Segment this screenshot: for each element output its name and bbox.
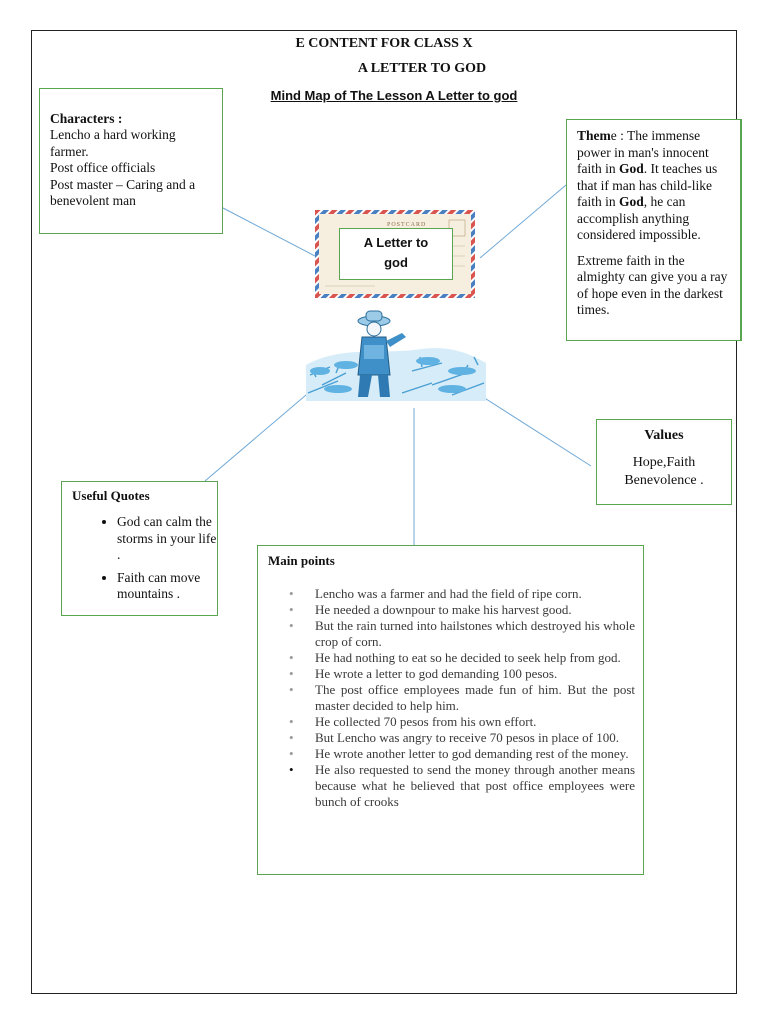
character-postmaster: Post master – Caring and a benevolent ma… [50,176,196,209]
main-point-item: He had nothing to eat so he decided to s… [289,650,635,666]
useful-quotes-box: Useful Quotes God can calm the storms in… [61,481,218,616]
farmer-illustration-icon [306,310,486,401]
theme-box: Theme : The immense power in man's innoc… [566,119,742,341]
theme-paragraph: Theme : The immense power in man's innoc… [577,128,718,242]
main-point-item: Lencho was a farmer and had the field of… [289,586,635,602]
main-point-item: He also requested to send the money thro… [289,762,635,810]
main-point-item: He wrote a letter to god demanding 100 p… [289,666,635,682]
postcard-title: A Letter to god [339,228,453,280]
doc-heading: E CONTENT FOR CLASS X [295,36,473,51]
quote-item: God can calm the storms in your life . [117,514,217,564]
main-point-item: But the rain turned into hailstones whic… [289,618,635,650]
connector-values [471,389,592,467]
theme-title: Them [577,128,611,143]
characters-title: Characters : [50,111,123,126]
page-border [31,30,737,994]
values-title: Values [644,428,684,443]
value-hope-faith: Hope,Faith [632,455,696,470]
main-point-item: He collected 70 pesos from his own effor… [289,714,635,730]
main-point-item: The post office employees made fun of hi… [289,682,635,714]
value-benevolence: Benevolence . [624,473,704,488]
values-box: Values Hope,Faith Benevolence . [596,419,732,505]
character-officials: Post office officials [50,160,156,175]
connector-theme [479,184,567,259]
main-points-title: Main points [268,553,335,568]
theme-paragraph-2: Extreme faith in the almighty can give y… [577,252,728,318]
main-point-item: He needed a downpour to make his harvest… [289,602,635,618]
character-lencho: Lencho a hard working farmer. [50,127,176,159]
main-points-box: Main points Lencho was a farmer and had … [257,545,644,875]
main-point-item: He wrote another letter to god demanding… [289,746,635,762]
connector-quotes [204,394,307,482]
postcard-label: POSTCARD [387,222,426,228]
quote-item: Faith can move mountains . [117,570,217,603]
lesson-title: A LETTER TO GOD [357,61,487,76]
useful-quotes-title: Useful Quotes [72,488,150,503]
main-point-item: But Lencho was angry to receive 70 pesos… [289,730,635,746]
connector-characters [222,207,316,257]
mind-map-subtitle: Mind Map of The Lesson A Letter to god [270,88,518,103]
characters-box: Characters : Lencho a hard working farme… [39,88,223,234]
